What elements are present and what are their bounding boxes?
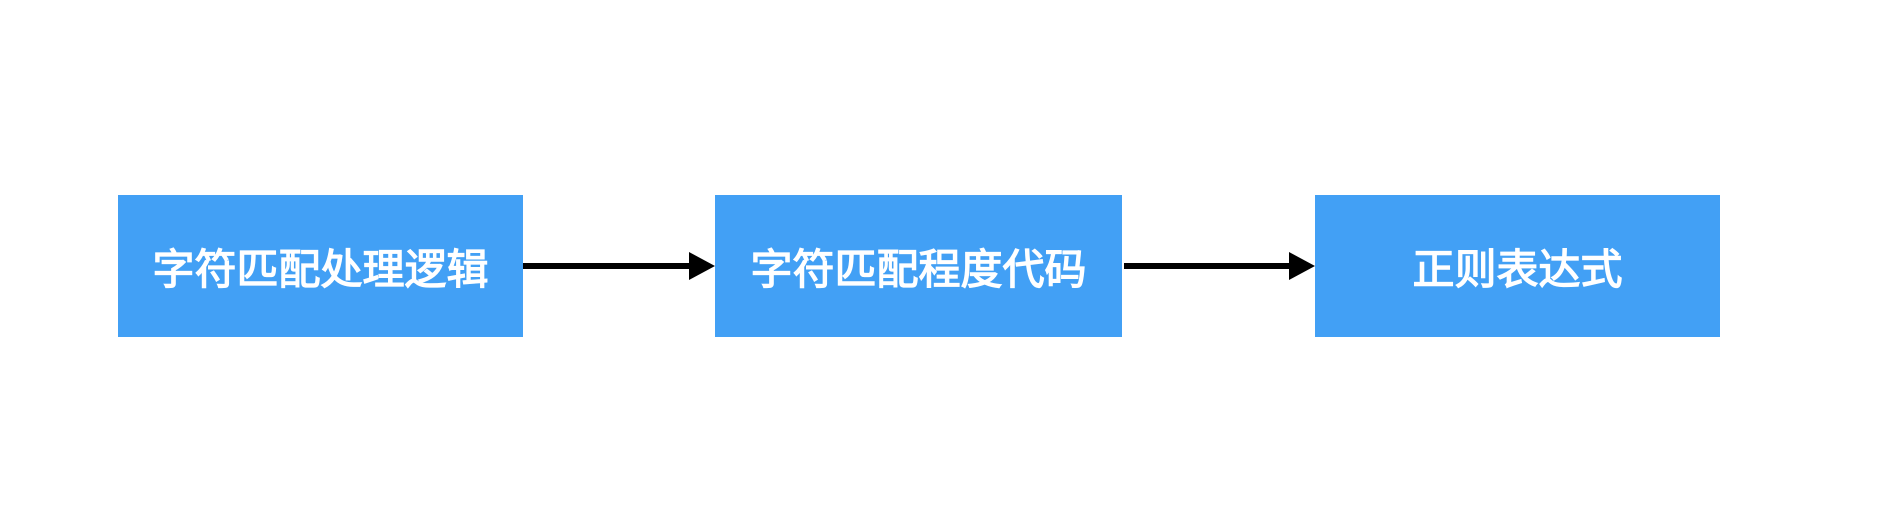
flow-node-3-label: 正则表达式 (1412, 245, 1623, 293)
arrow-connector-2 (1124, 252, 1315, 280)
arrowhead-icon (1289, 252, 1315, 280)
arrow-connector-1 (523, 252, 715, 280)
flow-node-1-label: 字符匹配处理逻辑 (152, 245, 489, 293)
flow-node-2-label: 字符匹配程度代码 (750, 245, 1087, 293)
arrowhead-icon (689, 252, 715, 280)
flow-node-1: 字符匹配处理逻辑 (118, 195, 523, 337)
flow-node-2: 字符匹配程度代码 (715, 195, 1122, 337)
flow-node-3: 正则表达式 (1315, 195, 1720, 337)
